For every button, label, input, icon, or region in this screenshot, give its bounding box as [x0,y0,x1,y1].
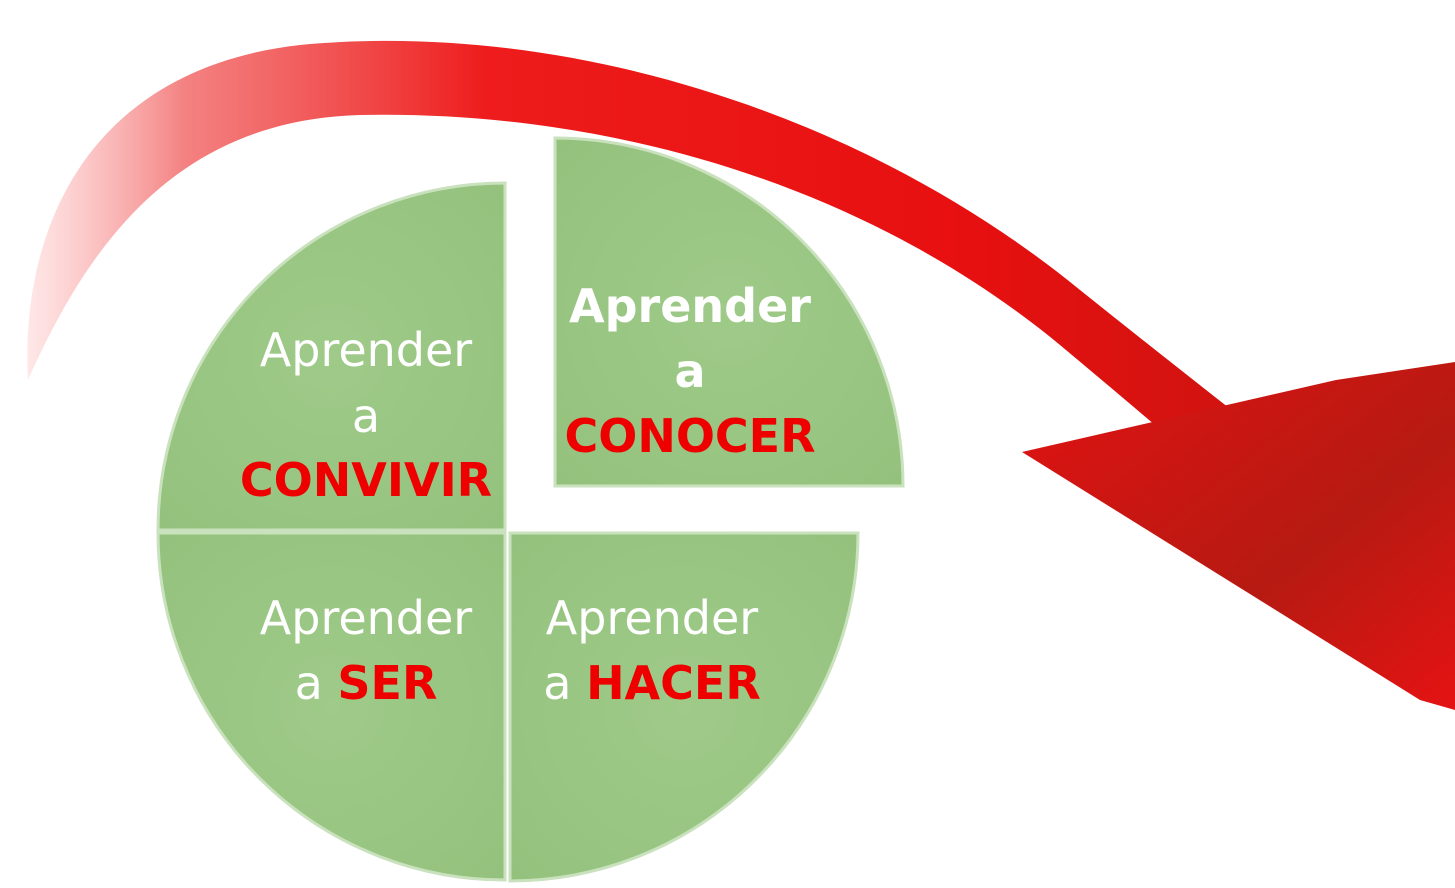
quadrant-hacer-line2: a [543,656,571,710]
quadrant-hacer-keyword: HACER [586,656,761,710]
curved-arrow-icon [27,40,1455,710]
quadrant-hacer: Aprender a HACER [508,531,860,883]
quadrant-convivir: Aprender a CONVIVIR [156,181,507,532]
quadrant-hacer-line1: Aprender [546,591,759,645]
quadrant-convivir-line1: Aprender [260,323,473,377]
quadrant-convivir-keyword: CONVIVIR [240,453,492,507]
quadrant-ser-line2: a [295,656,323,710]
quadrant-conocer-shape [553,136,905,488]
quadrant-ser-keyword: SER [337,656,437,710]
arrow-head [1022,362,1455,710]
quadrant-conocer-line2: a [674,344,705,398]
quadrant-hacer-line2-row: a HACER [543,656,761,710]
quadrant-ser-line1: Aprender [260,591,473,645]
quadrant-conocer-keyword: CONOCER [564,409,815,463]
quadrant-convivir-line2: a [352,389,380,443]
arrow-shaft [27,40,1341,545]
quadrant-ser-line2-row: a SER [295,656,438,710]
quadrant-ser: Aprender a SER [156,531,507,882]
quadrant-hacer-shape [508,531,860,883]
quadrant-convivir-shape [156,181,507,532]
quadrant-conocer-line1: Aprender [569,279,811,333]
quadrant-conocer: Aprender a CONOCER [553,136,905,488]
quadrant-ser-shape [156,531,507,882]
